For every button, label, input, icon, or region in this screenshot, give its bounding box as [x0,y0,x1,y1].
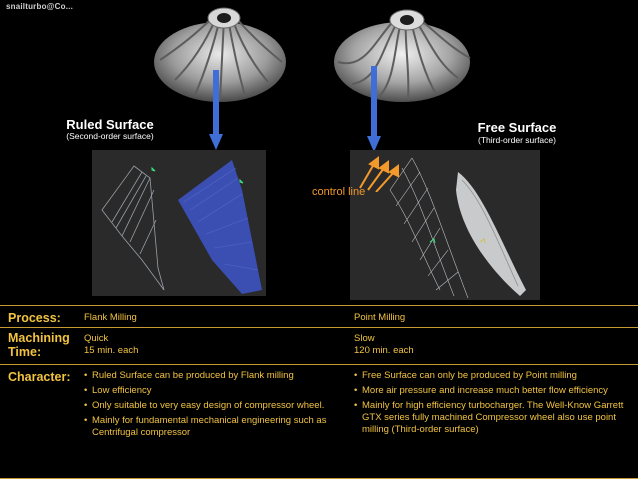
table-divider [0,327,638,328]
arrow-down-icon [209,70,223,150]
table-divider [0,364,638,365]
list-item: Only suitable to very easy design of com… [84,400,342,412]
machining-label-line2: Time: [8,345,42,359]
free-surface-cad-panel [350,150,540,300]
process-left-value: Flank Milling [84,312,137,323]
control-line-label: control line [312,186,366,198]
ruled-surface-cad-panel [92,150,266,296]
machining-left-line1: Quick [84,333,109,344]
compressor-wheel-image-left [150,0,290,105]
machining-right-line1: Slow [354,333,375,344]
character-right-list: Free Surface can only be produced by Poi… [354,370,632,439]
control-line-arrows [354,150,404,193]
machining-left-value: Quick 15 min. each [84,333,138,357]
machining-time-label: Machining Time: [8,331,70,359]
machining-right-line2: 120 min. each [354,345,414,356]
machining-right-value: Slow 120 min. each [354,333,414,357]
list-item: Mainly for high efficiency turbocharger.… [354,400,632,436]
list-item: Mainly for fundamental mechanical engine… [84,415,342,439]
table-divider [0,305,638,306]
list-item: Free Surface can only be produced by Poi… [354,370,632,382]
ruled-surface-subtitle: (Second-order surface) [66,131,154,141]
process-label: Process: [8,311,61,325]
ruled-surface-title: Ruled Surface [66,117,154,132]
free-surface-subtitle: (Third-order surface) [478,135,556,145]
character-left-list: Ruled Surface can be produced by Flank m… [84,370,342,442]
machining-left-line2: 15 min. each [84,345,139,356]
compressor-wheel-image-right [330,0,475,105]
list-item: Low efficiency [84,385,342,397]
process-right-value: Point Milling [354,312,406,323]
arrow-down-icon [367,66,381,152]
list-item: More air pressure and increase much bett… [354,385,632,397]
list-item: Ruled Surface can be produced by Flank m… [84,370,342,382]
character-label: Character: [8,370,71,384]
machining-label-line1: Machining [8,331,70,345]
watermark-text: snailturbo@Co... [6,2,74,11]
free-surface-title: Free Surface [477,120,557,135]
